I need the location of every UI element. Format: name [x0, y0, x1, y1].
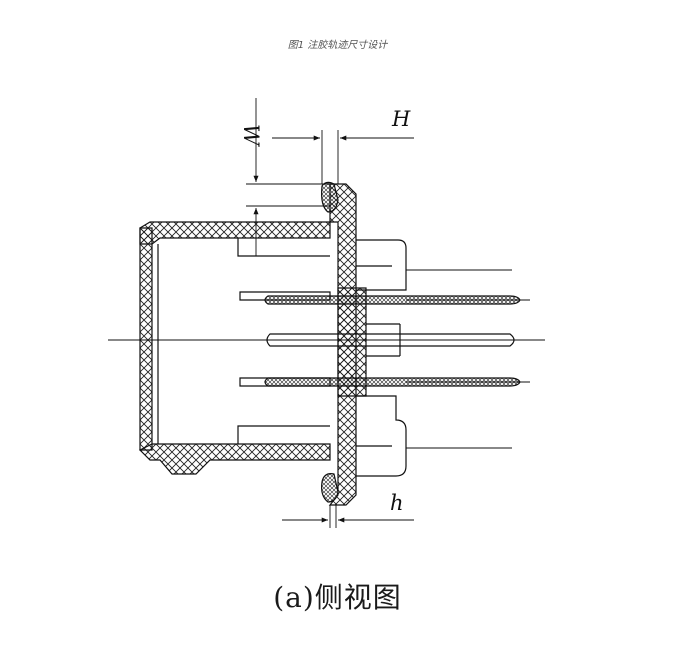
dimension-H-label: H [391, 107, 411, 131]
dimension-H [272, 130, 414, 184]
view-caption: (a)侧视图 [273, 581, 402, 614]
terminal-pin-1 [239, 291, 521, 305]
terminal-pin-3 [239, 377, 521, 387]
glue-bead-bottom [321, 473, 339, 503]
glue-bead-top [321, 181, 339, 213]
dimension-h-lower [282, 505, 414, 528]
dimension-w-label: W [239, 124, 263, 148]
dimension-h-label: h [390, 491, 404, 515]
mounting-flange [328, 183, 367, 506]
rear-cover [356, 239, 407, 477]
dimension-w [246, 98, 330, 256]
figure-title: 图1 注胶轨迹尺寸设计 [287, 40, 388, 51]
center-lines [108, 269, 545, 449]
housing-shell [138, 221, 331, 475]
